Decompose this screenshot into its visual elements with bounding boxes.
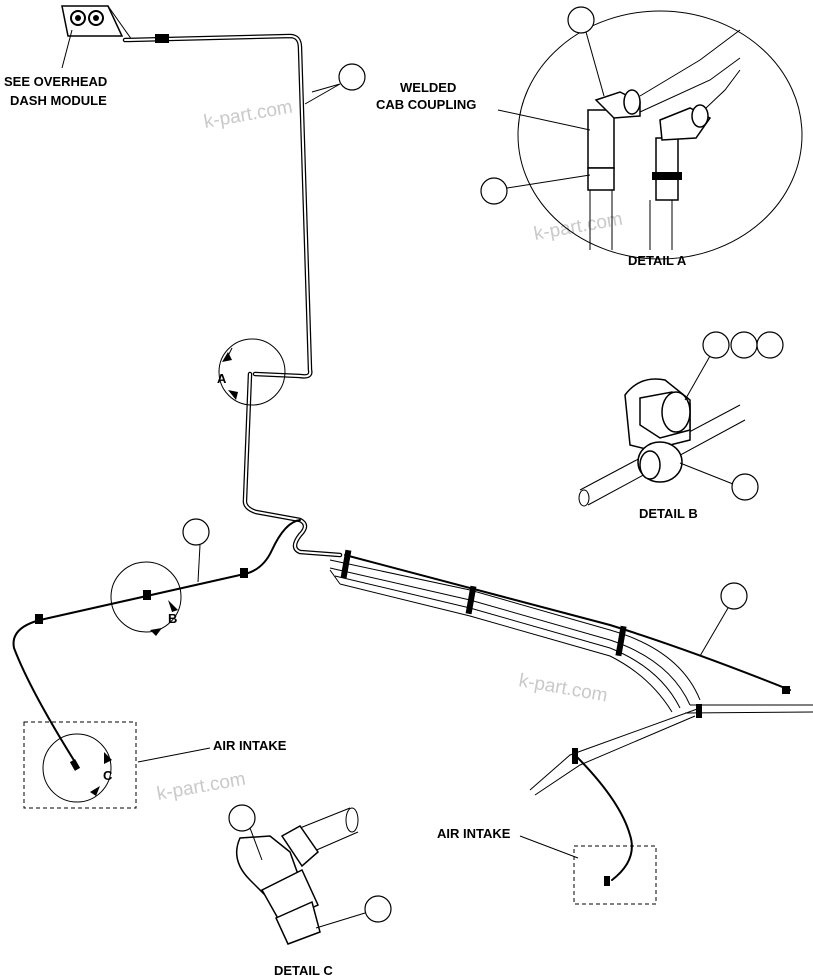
callout-left-hose-leader <box>197 544 201 583</box>
ref-circle-b <box>110 561 182 636</box>
upper-hose <box>122 33 313 379</box>
callout-detail-a-coupling-leader <box>506 174 591 189</box>
callout-detail-b-top-leader <box>684 355 711 401</box>
detail-b <box>578 378 746 507</box>
callout-detail-a-top-leader <box>585 31 605 97</box>
callout-detail-b-4 <box>731 473 759 501</box>
callout-detail-c-bottom-leader <box>315 912 366 929</box>
welded-label-line2: CAB COUPLING <box>376 97 476 112</box>
callout-detail-b-2 <box>730 331 758 359</box>
air-intake-left-label: AIR INTAKE <box>213 738 287 753</box>
ref-a-label: A <box>217 371 227 386</box>
watermark-group: k-part.com k-part.com k-part.com k-part.… <box>155 97 624 805</box>
detail-c-title: DETAIL C <box>274 963 333 978</box>
callout-detail-c-top-leader <box>249 827 263 861</box>
overhead-label-line2: DASH MODULE <box>10 93 107 108</box>
watermark-1: k-part.com <box>202 97 294 133</box>
callout-detail-a-top <box>567 6 595 34</box>
air-intake-right-leader <box>519 835 579 859</box>
callout-harness-leader <box>699 607 729 657</box>
ref-b-label: B <box>168 611 177 626</box>
detail-c <box>235 807 359 945</box>
dash-module-bracket <box>61 5 133 41</box>
callout-detail-b-1 <box>702 331 730 359</box>
air-intake-right-box <box>573 845 657 905</box>
welded-coupling-leader <box>497 109 591 131</box>
ref-c-label: C <box>103 768 113 783</box>
watermark-4: k-part.com <box>155 769 247 805</box>
callout-detail-c-bottom <box>364 895 392 923</box>
ref-circle-c <box>23 721 137 809</box>
ref-circle-a <box>218 338 286 406</box>
callout-detail-b-4-leader <box>679 462 734 485</box>
welded-label-line1: WELDED <box>400 80 456 95</box>
detail-a <box>517 10 803 260</box>
middle-hose <box>242 371 343 558</box>
callout-upper-hose <box>338 63 366 91</box>
watermark-3: k-part.com <box>517 670 609 706</box>
callout-detail-b-3 <box>756 331 784 359</box>
detail-a-title: DETAIL A <box>628 253 687 268</box>
air-intake-left-leader <box>137 747 211 763</box>
overhead-leader <box>61 29 73 69</box>
callout-detail-c-top <box>228 804 256 832</box>
callout-left-hose <box>182 518 210 546</box>
harness-bundle <box>329 549 813 886</box>
callout-harness <box>720 582 748 610</box>
callout-upper-hose-leader <box>304 83 341 105</box>
watermark-2: k-part.com <box>532 209 624 245</box>
left-hose <box>12 519 301 771</box>
air-intake-right-label: AIR INTAKE <box>437 826 511 841</box>
callout-detail-a-coupling <box>480 177 508 205</box>
detail-b-title: DETAIL B <box>639 506 698 521</box>
overhead-label-line1: SEE OVERHEAD <box>4 74 107 89</box>
